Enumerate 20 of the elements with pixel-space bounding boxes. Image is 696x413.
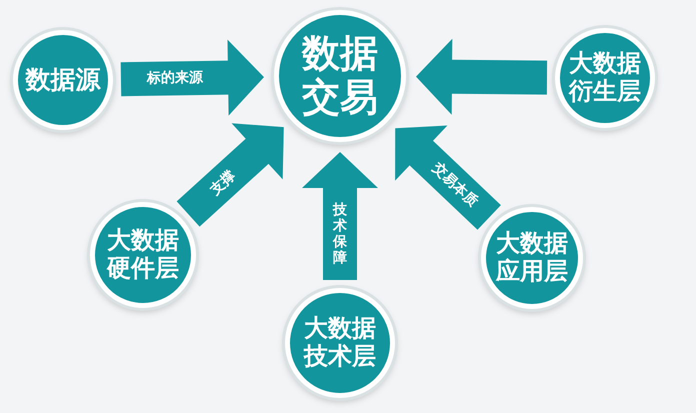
- node-label: 大数据衍生层: [568, 50, 642, 106]
- block-arrow: [120, 40, 264, 116]
- block-arrow: [395, 126, 501, 230]
- node-label: 数据源: [26, 66, 100, 94]
- arrow-label: 技术保障: [333, 202, 347, 266]
- circle-node: [90, 202, 196, 308]
- node-label: 大数据应用层: [494, 230, 569, 286]
- arrow-label: 交易本质: [430, 160, 480, 210]
- circle-node: [13, 30, 113, 130]
- circle-node: [285, 288, 395, 398]
- arrow-label: 支撑: [208, 168, 238, 198]
- block-arrow: [176, 123, 284, 227]
- circle-node: [481, 207, 583, 309]
- circle-node: [555, 28, 655, 128]
- block-arrow: [416, 38, 548, 115]
- arrow-label: 标的来源: [146, 70, 203, 86]
- node-label: 大数据技术层: [302, 315, 377, 371]
- block-arrow: [302, 152, 378, 280]
- node-label: 数据交易: [300, 32, 379, 120]
- node-label: 大数据硬件层: [106, 227, 180, 283]
